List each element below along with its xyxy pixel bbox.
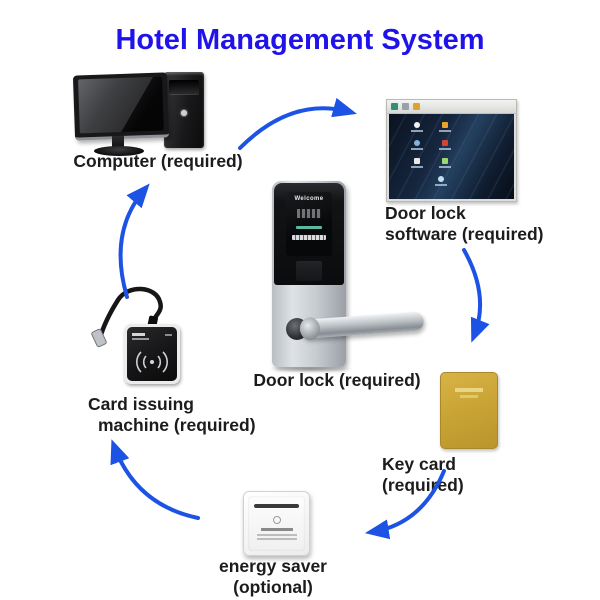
door-lock-brand-logo [297, 209, 321, 218]
report-icon [437, 158, 453, 170]
software-desktop [389, 114, 514, 199]
monitor-icon [72, 72, 170, 141]
computer-graphic [72, 66, 247, 158]
card-machine-label-sticker [132, 333, 145, 336]
pc-tower-icon [164, 72, 204, 148]
card-machine-label-line1: Card issuing [88, 394, 194, 414]
door-lock-code-strip [292, 234, 326, 240]
key-card-print-line2 [460, 395, 478, 398]
card-issuing-machine-label: Card issuing machine (required) [88, 394, 268, 437]
pen-icon [409, 140, 425, 152]
software-titlebar [387, 100, 516, 114]
flag-icon [437, 122, 453, 134]
computer-label: Computer (required) [73, 151, 243, 171]
energy-saver-print-line1 [260, 528, 293, 531]
folder-icon [402, 103, 409, 110]
monitor-stand [112, 136, 124, 148]
software-label-line2: software (required) [385, 224, 544, 245]
monitor-base [94, 146, 144, 156]
card-machine-model-text [165, 334, 172, 336]
key-card-graphic [440, 372, 498, 449]
monitor-screen [78, 76, 164, 134]
key-card-label: Key card (required) [382, 454, 464, 496]
brush-icon [437, 140, 453, 152]
door-lock-panel: Welcome [274, 183, 344, 285]
card-machine-face [127, 327, 177, 381]
arrow-software-to-keycard [462, 248, 490, 343]
card-reader-window [296, 261, 322, 281]
arrow-energysaver-to-cardmachine [110, 439, 200, 520]
door-lock-display: Welcome [286, 192, 332, 256]
globe-icon [433, 176, 449, 188]
card-machine-label-line2: machine (required) [98, 415, 256, 436]
energy-saver-label: energy saver (optional) [219, 556, 327, 598]
page-title: Hotel Management System [115, 24, 485, 56]
card-issuing-machine-graphic [90, 278, 205, 390]
card-slot [254, 504, 299, 508]
door-lock-indicator-line [296, 226, 322, 229]
door-lock-welcome-text: Welcome [294, 196, 324, 202]
user-icon [409, 122, 425, 134]
energy-saver-graphic [243, 491, 310, 556]
door-lock-graphic: Welcome [266, 181, 426, 373]
door-lock-software-window [386, 99, 517, 202]
software-label-line1: Door lock [385, 203, 466, 223]
card-machine-body [124, 324, 180, 384]
door-lock-shadow [268, 365, 354, 373]
energy-saver-print-line3 [256, 538, 297, 540]
energy-saver-print-line2 [256, 534, 297, 536]
document-icon [409, 158, 425, 170]
arrow-computer-to-software [238, 97, 357, 150]
software-label: Door lock software (required) [385, 203, 555, 246]
key-card-print-line1 [455, 388, 483, 392]
app-icon [391, 103, 398, 110]
energy-saver-faceplate [248, 496, 305, 551]
card-machine-label-sticker2 [132, 338, 149, 340]
door-lock-label: Door lock (required) [253, 370, 421, 390]
contactless-icon [136, 351, 168, 373]
power-symbol-icon [272, 516, 281, 524]
tool-icon [413, 103, 420, 110]
